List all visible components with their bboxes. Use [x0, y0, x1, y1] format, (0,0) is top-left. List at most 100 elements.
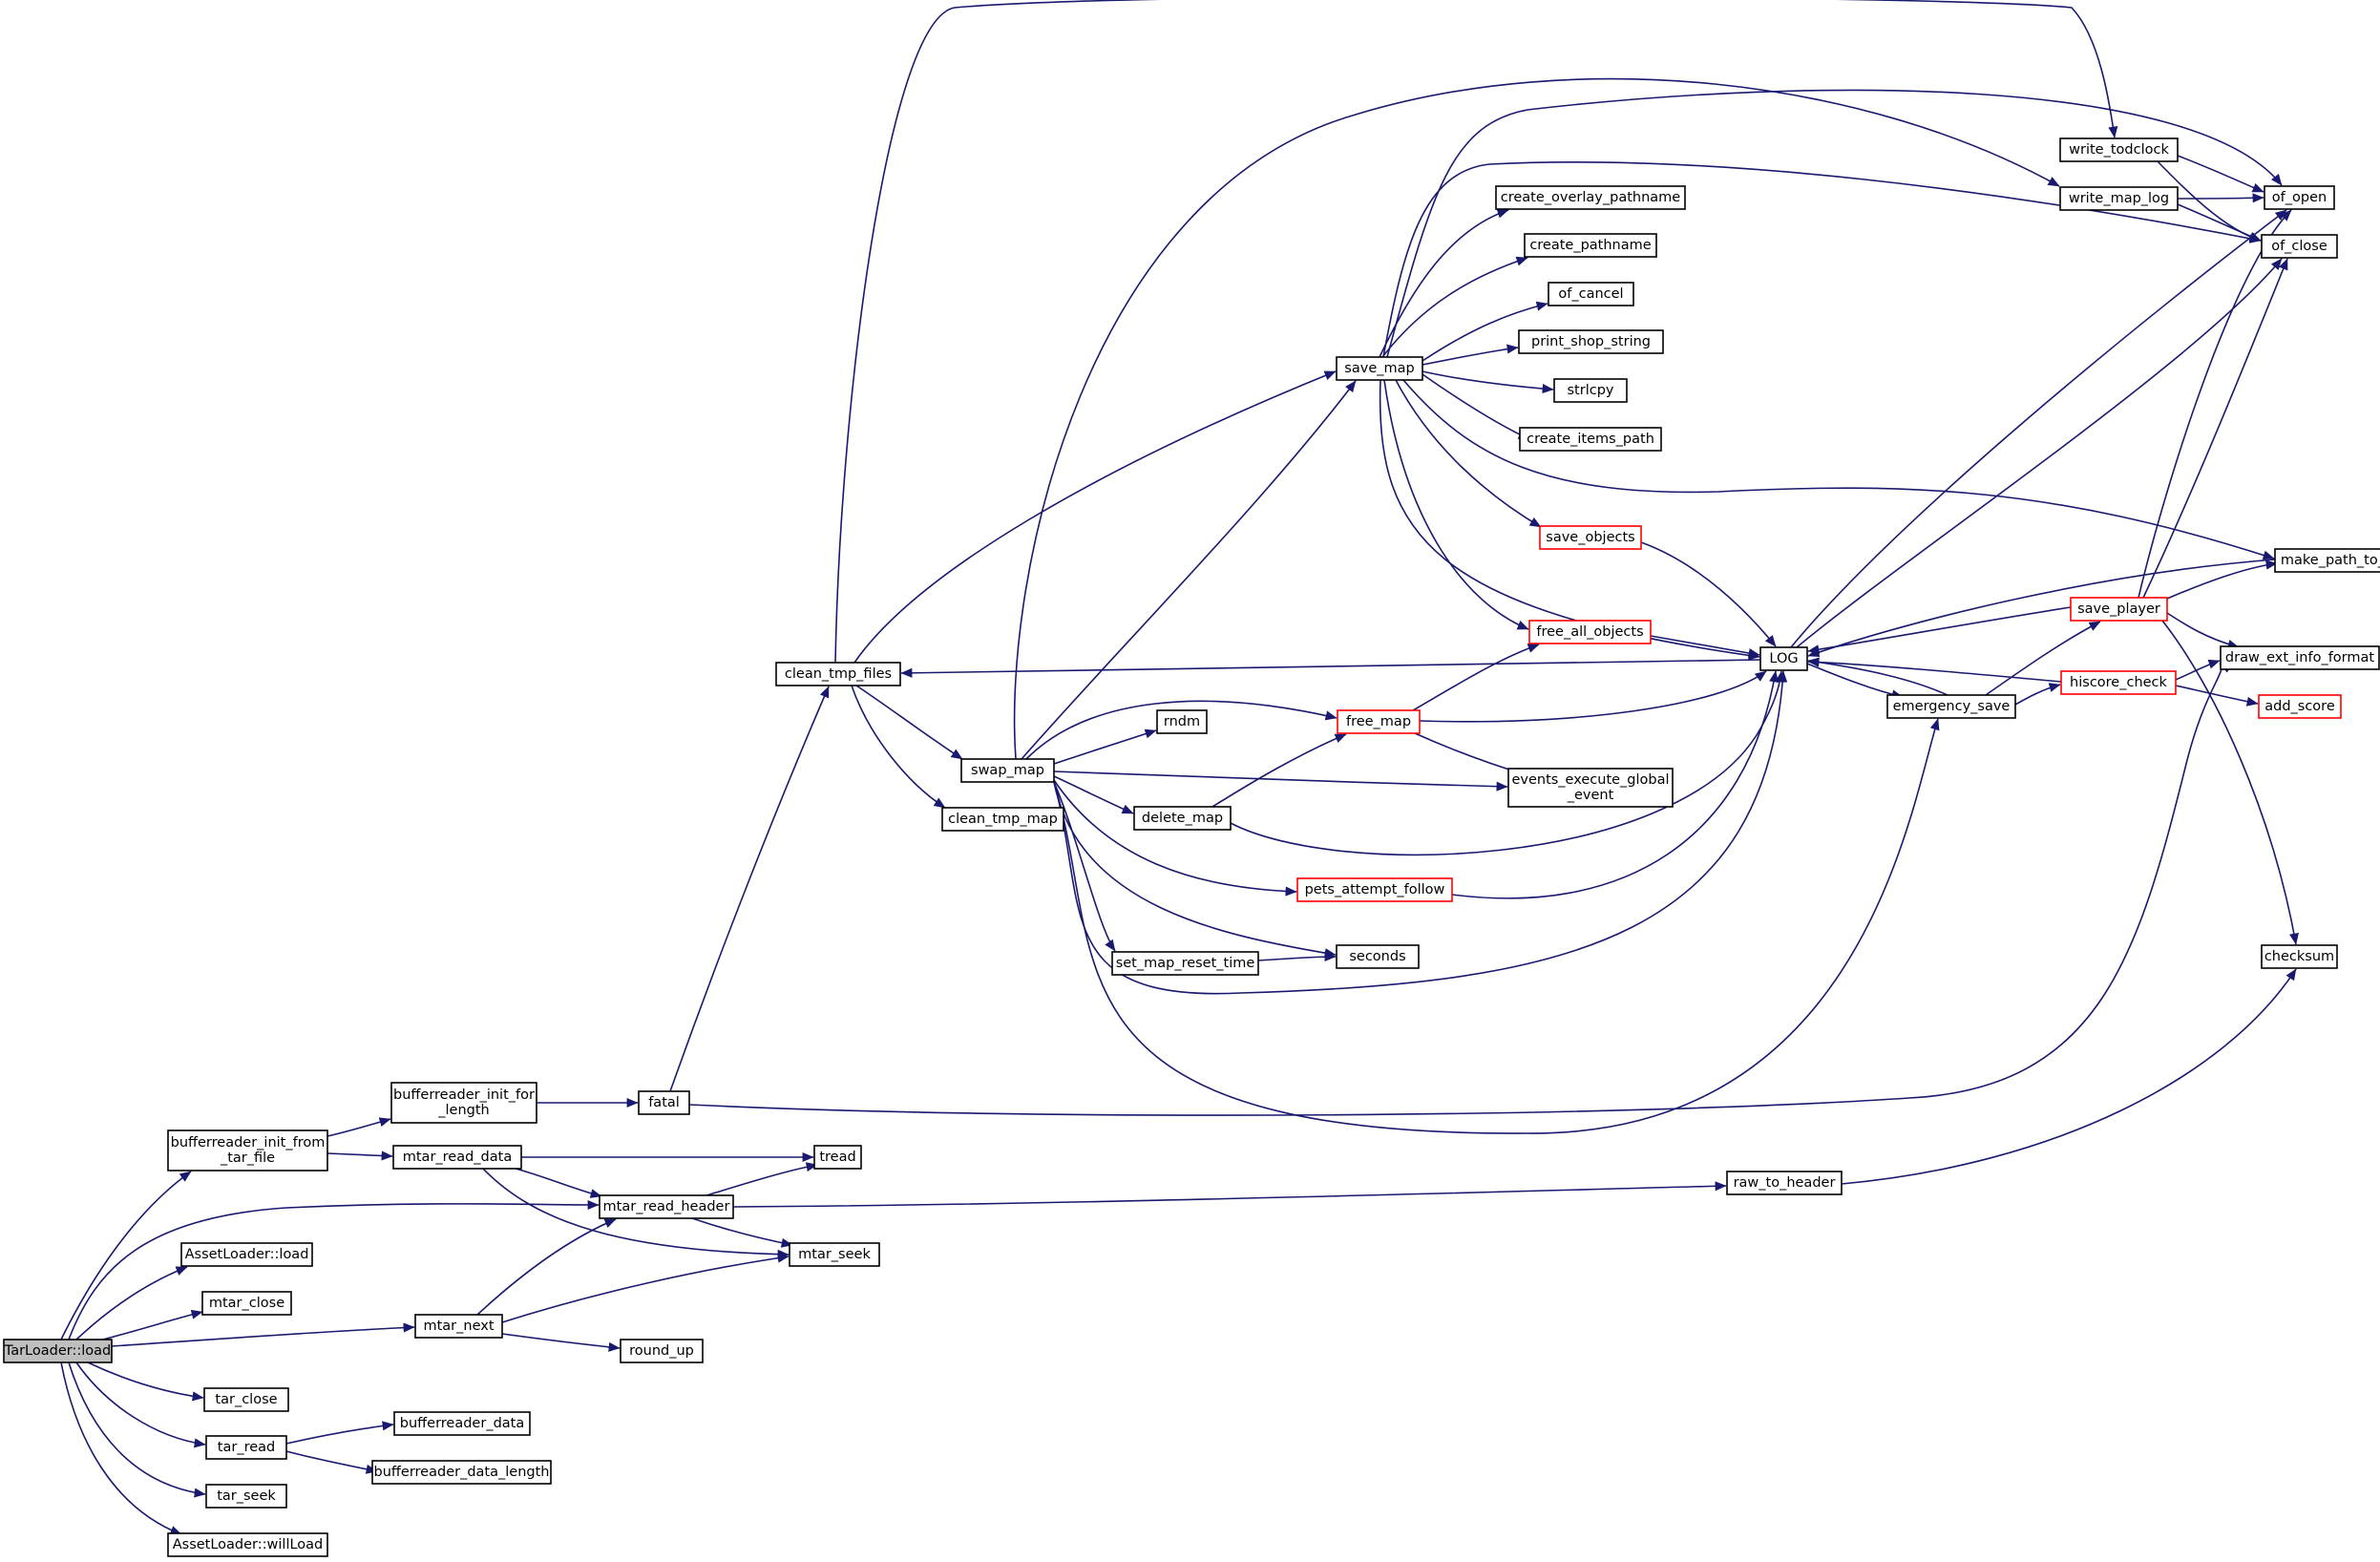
edge-delete-map-to-free-map [1211, 733, 1347, 808]
node-create-pathname[interactable]: create_pathname [1524, 233, 1657, 258]
edge-write-map-log-to-of-open [2177, 193, 2264, 203]
node-of-open[interactable]: of_open [2264, 185, 2335, 210]
edge-write-map-log-to-of-close [2177, 203, 2262, 242]
node-tar-seek[interactable]: tar_seek [205, 1484, 287, 1509]
node-hiscore-check[interactable]: hiscore_check [2060, 670, 2177, 695]
node-box [2274, 548, 2380, 573]
edge-swap-map-to-save-map [1021, 380, 1357, 760]
edge-swap-map-to-write-map-log [1013, 77, 2060, 760]
node-label: create_pathname [1529, 238, 1651, 253]
edge-emergency-save-to-hiscore-check [2014, 683, 2061, 706]
node-label: bufferreader_init_for [393, 1087, 535, 1103]
edge-clean-tmp-files-to-clean-tmp-map [851, 685, 946, 809]
node-write-todclock[interactable]: write_todclock [2059, 137, 2179, 162]
node-clean-tmp-map[interactable]: clean_tmp_map [941, 807, 1064, 832]
edge-save-map-to-make-path-to-file [1402, 379, 2275, 560]
node-label: mtar_read_data [403, 1150, 512, 1165]
node-box [1133, 806, 1232, 831]
node-mtar-read-header[interactable]: mtar_read_header [599, 1194, 734, 1219]
node-box [941, 807, 1064, 832]
node-free-all-objects[interactable]: free_all_objects [1528, 620, 1652, 644]
edge-save-map-to-of-cancel [1422, 301, 1548, 362]
node-label: mtar_next [423, 1319, 494, 1334]
node-save-map[interactable]: save_map [1336, 356, 1423, 381]
node-box [205, 1435, 287, 1460]
node-swap-map[interactable]: swap_map [960, 758, 1055, 783]
node-bufferreader-init-from-tar-file[interactable]: bufferreader_init_from_tar_file [167, 1129, 328, 1172]
node-tar-read[interactable]: tar_read [205, 1435, 287, 1460]
edge-tarloader-load-to-mtar-close [95, 1309, 203, 1342]
edge-swap-map-to-rndm [1053, 728, 1157, 765]
node-bufferreader-data-length[interactable]: bufferreader_data_length [371, 1460, 552, 1485]
node-box [3, 1339, 113, 1363]
edge-fatal-to-clean-tmp-files [669, 686, 830, 1092]
node-box [393, 1411, 531, 1436]
node-add-score[interactable]: add_score [2258, 694, 2342, 719]
edge-emergency-save-to-log [1807, 657, 1948, 696]
node-pets-attempt-follow[interactable]: pets_attempt_follow [1296, 877, 1453, 902]
node-of-close[interactable]: of_close [2261, 234, 2338, 259]
node-draw-ext-info-format[interactable]: draw_ext_info_format [2220, 645, 2380, 670]
node-box [1518, 329, 1664, 354]
node-round-up[interactable]: round_up [620, 1339, 704, 1363]
node-clean-tmp-files[interactable]: clean_tmp_files [775, 662, 901, 686]
node-label: bufferreader_data [400, 1416, 524, 1431]
edge-hiscore-check-to-add-score [2175, 685, 2259, 707]
node-label: add_score [2264, 699, 2335, 714]
node-set-map-reset-time[interactable]: set_map_reset_time [1111, 951, 1259, 976]
edge-set-map-reset-time-to-seconds [1257, 951, 1337, 962]
node-fatal[interactable]: fatal [638, 1090, 690, 1115]
edge-save-map-to-create-items-path [1422, 373, 1530, 440]
edge-swap-map-to-set-map-reset-time [1053, 781, 1116, 952]
edge-clean-tmp-files-to-write-todclock [834, 0, 2118, 664]
node-create-overlay-pathname[interactable]: create_overlay_pathname [1495, 185, 1686, 210]
node-strlcpy[interactable]: strlcpy [1553, 378, 1628, 403]
node-of-cancel[interactable]: of_cancel [1548, 282, 1634, 306]
node-label: fatal [648, 1095, 680, 1110]
node-assetloader-load[interactable]: AssetLoader::load [180, 1242, 313, 1267]
edge-make-path-to-file-to-log [1807, 559, 2276, 658]
node-save-objects[interactable]: save_objects [1539, 525, 1642, 550]
node-label: hiscore_check [2070, 675, 2167, 690]
node-checksum[interactable]: checksum [2261, 944, 2338, 969]
node-save-player[interactable]: save_player [2070, 597, 2168, 622]
node-box [638, 1090, 690, 1115]
node-events-execute-global-event[interactable]: events_execute_global_event [1507, 768, 1674, 808]
edge-swap-map-to-emergency-save [1053, 718, 1940, 1134]
node-rndm[interactable]: rndm [1156, 709, 1208, 734]
node-free-map[interactable]: free_map [1337, 709, 1421, 734]
node-tarloader-load[interactable]: TarLoader::load [3, 1339, 113, 1363]
node-label: mtar_close [209, 1296, 284, 1311]
node-bufferreader-init-for-length[interactable]: bufferreader_init_for_length [390, 1082, 537, 1124]
node-make-path-to-file[interactable]: make_path_to_file [2274, 548, 2380, 573]
node-label: bufferreader_init_from [171, 1135, 326, 1150]
edge-tar-read-to-bufferreader-data-length [285, 1450, 378, 1474]
node-box [2059, 137, 2179, 162]
node-emergency-save[interactable]: emergency_save [1886, 694, 2016, 719]
node-delete-map[interactable]: delete_map [1133, 806, 1232, 831]
node-label: checksum [2264, 949, 2334, 964]
node-write-map-log[interactable]: write_map_log [2059, 186, 2179, 211]
node-assetloader-willload[interactable]: AssetLoader::willLoad [167, 1532, 328, 1557]
edge-hiscore-check-to-log [1807, 657, 2062, 683]
node-tread[interactable]: tread [813, 1145, 862, 1170]
node-box [1495, 185, 1686, 210]
node-tar-close[interactable]: tar_close [203, 1387, 289, 1412]
node-bufferreader-data[interactable]: bufferreader_data [393, 1411, 531, 1436]
node-mtar-next[interactable]: mtar_next [414, 1314, 503, 1339]
node-label: print_shop_string [1531, 334, 1651, 349]
node-raw-to-header[interactable]: raw_to_header [1726, 1171, 1843, 1195]
node-create-items-path[interactable]: create_items_path [1519, 427, 1662, 452]
edge-log-to-of-open [1790, 209, 2287, 648]
node-seconds[interactable]: seconds [1336, 944, 1420, 969]
node-box [1539, 525, 1642, 550]
node-box [1528, 620, 1652, 644]
node-mtar-read-data[interactable]: mtar_read_data [392, 1145, 522, 1170]
node-mtar-close[interactable]: mtar_close [201, 1291, 292, 1316]
edge-tarloader-load-to-tar-close [87, 1361, 204, 1402]
node-log[interactable]: LOG [1759, 646, 1808, 671]
node-box [2060, 670, 2177, 695]
edge-tarloader-load-to-mtar-read-header [68, 1199, 600, 1340]
node-print-shop-string[interactable]: print_shop_string [1518, 329, 1664, 354]
node-mtar-seek[interactable]: mtar_seek [789, 1242, 880, 1267]
